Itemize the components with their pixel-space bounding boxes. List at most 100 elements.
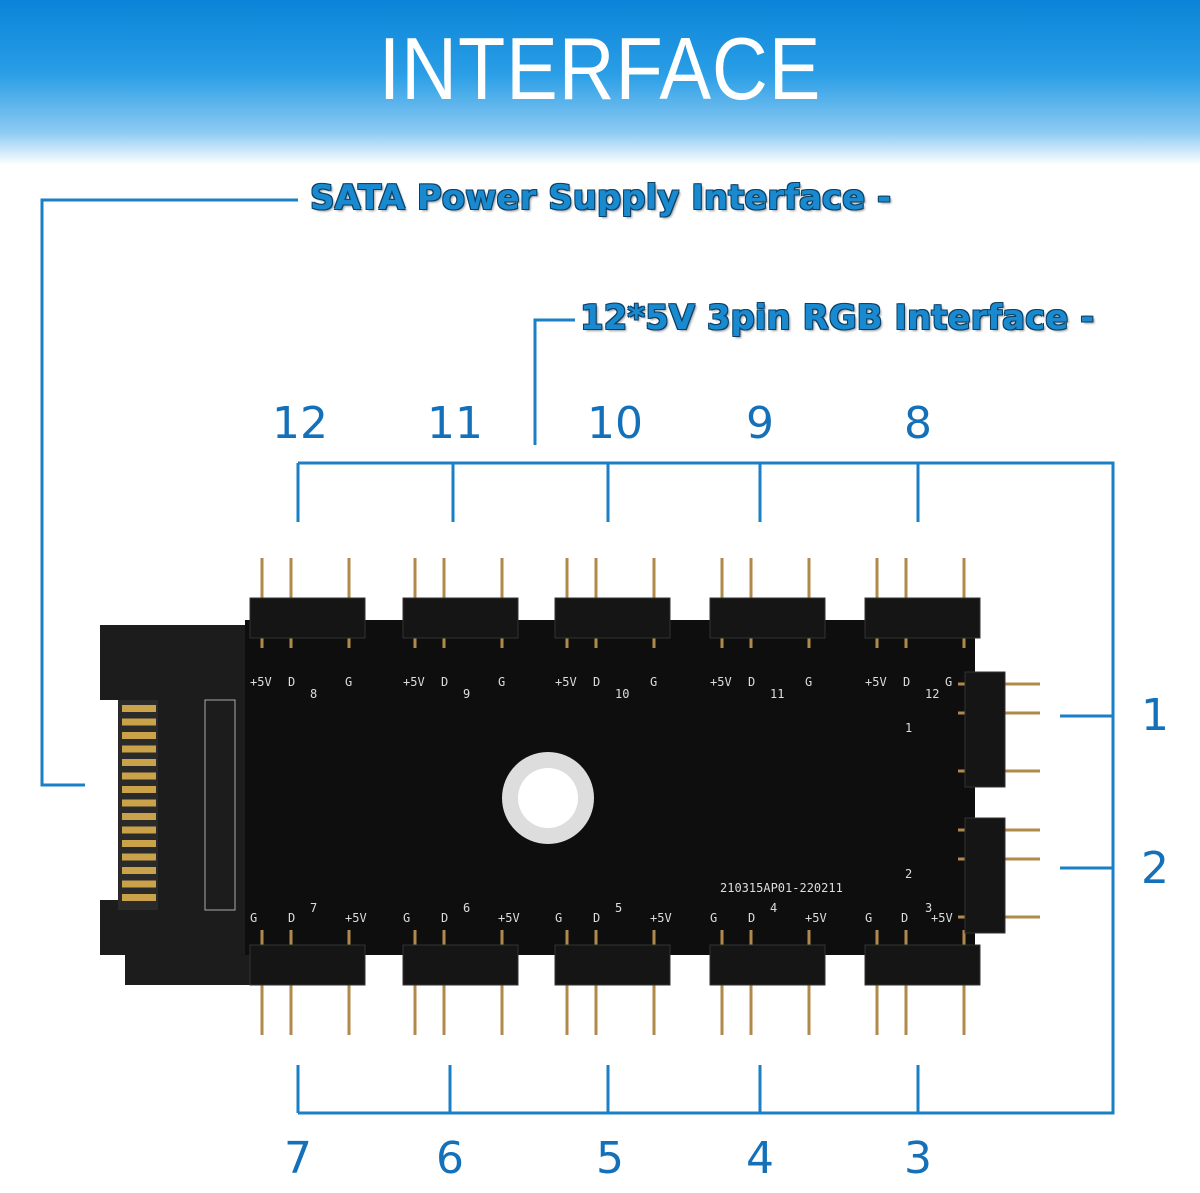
silk-port-id: 10 (615, 687, 629, 701)
silk-pin-label: +5V (345, 911, 367, 925)
sata-contact (122, 840, 156, 847)
port-label-8: 8 (904, 398, 932, 449)
silk-pin-label: +5V (250, 675, 272, 689)
port-label-1: 1 (1141, 690, 1169, 741)
silk-pin-label: G (805, 675, 812, 689)
rgb-header-bottom-2: G D +5V 5 (554, 901, 672, 1035)
rgb-header-top-3: +5V D G 11 (709, 558, 826, 701)
silk-port-id: 12 (925, 687, 939, 701)
silk-pin-label: D (593, 911, 600, 925)
sata-contact (122, 853, 156, 861)
silk-pin-label: +5V (710, 675, 732, 689)
sata-contact (122, 813, 156, 820)
port-label-10: 10 (587, 398, 643, 449)
port-label-3: 3 (904, 1133, 932, 1184)
rgb-header-top-0: +5V D G 8 (249, 558, 366, 701)
sata-contact (122, 786, 156, 793)
header-housing (249, 597, 366, 639)
page-title: INTERFACE (378, 19, 822, 118)
sata-solder-outline (204, 699, 236, 911)
sata-callout: SATA Power Supply Interface - (310, 178, 892, 218)
sata-callout-text: SATA Power Supply Interface (310, 178, 866, 218)
mounting-hole (518, 768, 578, 828)
silk-pin-label: +5V (650, 911, 672, 925)
silk-pin-label: G (403, 911, 410, 925)
silk-pin-label: +5V (403, 675, 425, 689)
header-housing (964, 671, 1006, 788)
sata-contact (122, 772, 156, 780)
port-label-9: 9 (746, 398, 774, 449)
port-label-6: 6 (436, 1133, 464, 1184)
silk-port-id: 9 (463, 687, 470, 701)
silk-pin-label: +5V (805, 911, 827, 925)
sata-contact (122, 718, 156, 726)
port-bracket-line (298, 461, 1115, 1115)
port-label-7: 7 (284, 1133, 312, 1184)
header-housing (402, 944, 519, 986)
silk-port-id: 8 (310, 687, 317, 701)
rgb-header-bottom-4: G D +5V3 (864, 901, 981, 1035)
rgb-header-top-4: +5V D G 12 (864, 558, 981, 701)
silk-port-id: 11 (770, 687, 784, 701)
sata-contact (122, 799, 156, 807)
silk-pin-label: D (593, 675, 600, 689)
sata-contact (122, 894, 156, 901)
silk-pin-label: D (748, 675, 755, 689)
silk-port-id: 1 (905, 721, 912, 735)
silk-pin-label: G (555, 911, 562, 925)
silk-pin-label: D (748, 911, 755, 925)
sata-contact (122, 867, 156, 874)
rgb-header-top-1: +5V D G 9 (402, 558, 519, 701)
rgb-header-right-1: 2 (905, 817, 1040, 934)
sata-contact (122, 759, 156, 766)
port-label-12: 12 (272, 398, 328, 449)
header-housing (402, 597, 519, 639)
header-housing (964, 817, 1006, 934)
port-label-4: 4 (746, 1133, 774, 1184)
silk-pin-label: +5V (555, 675, 577, 689)
silk-pin-label: +5V (931, 911, 953, 925)
silk-pin-label: +5V (865, 675, 887, 689)
silk-port-id: 7 (310, 901, 317, 915)
silk-pin-label: G (710, 911, 717, 925)
silk-pin-label: G (945, 675, 952, 689)
header-housing (554, 597, 671, 639)
silk-pin-label: G (865, 911, 872, 925)
silk-pin-label: D (288, 675, 295, 689)
rgb-callout: 12*5V 3pin RGB Interface - (580, 298, 1095, 338)
silk-port-id: 5 (615, 901, 622, 915)
silk-pin-label: +5V (498, 911, 520, 925)
header-housing (249, 944, 366, 986)
rgb-callout-line (533, 318, 575, 445)
rgb-header-right-0: 1 (905, 671, 1040, 788)
sata-contact (122, 732, 156, 739)
silk-port-id: 3 (925, 901, 932, 915)
silk-pin-label: D (288, 911, 295, 925)
pcb-body (245, 620, 975, 955)
silk-pin-label: D (901, 911, 908, 925)
silk-pin-label: G (498, 675, 505, 689)
silk-serial: 210315AP01-220211 (720, 881, 843, 895)
silk-port-id: 2 (905, 867, 912, 881)
silk-port-id: 4 (770, 901, 777, 915)
silk-pin-label: D (441, 675, 448, 689)
header-housing (864, 597, 981, 639)
sata-contact (122, 880, 156, 888)
port-label-2: 2 (1141, 843, 1169, 894)
header-housing (709, 944, 826, 986)
port-label-5: 5 (596, 1133, 624, 1184)
rgb-header-bottom-3: G D +5V 4 (709, 901, 827, 1035)
header-banner: INTERFACE (0, 0, 1200, 165)
port-label-11: 11 (427, 398, 483, 449)
silk-pin-label: D (903, 675, 910, 689)
rgb-callout-text: 12*5V 3pin RGB Interface (580, 298, 1069, 338)
silk-pin-label: G (345, 675, 352, 689)
header-housing (554, 944, 671, 986)
header-housing (709, 597, 826, 639)
